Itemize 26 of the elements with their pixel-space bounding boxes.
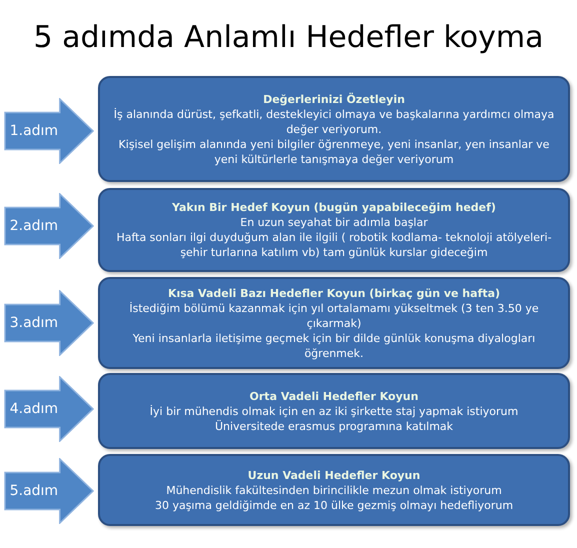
- step-text: İş alanında dürüst, şefkatli, destekleyici olmaya ve başkalarına yardımcı olmaya değer veriyorum.: [112, 106, 556, 136]
- step-box: [98, 76, 570, 182]
- step-heading: Uzun Vadeli Hedefler Koyun: [248, 468, 420, 482]
- step-label: 3.adım: [10, 316, 58, 330]
- step-text: Üniversitede erasmus programına katılmak: [214, 418, 454, 434]
- step-label: 5.adım: [10, 484, 58, 498]
- step-heading: Değerlerinizi Özetleyin: [263, 92, 405, 106]
- title: 5 adımda Anlamlı Hedefler koyma: [33, 19, 544, 57]
- step-text: Mühendislik fakültesinden birincilikle mezun olmak istiyorum: [166, 482, 502, 498]
- step-box: [98, 188, 570, 272]
- step-heading: Orta Vadeli Hedefler Koyun: [250, 388, 418, 404]
- step-box: [98, 277, 570, 369]
- step-box: [98, 373, 570, 449]
- step-text: İstediğim bölümü kazanmak için yıl ortalamamı yükseltmek (3 ten 3.50 ye çıkarmak): [128, 300, 540, 330]
- step-text: 30 yaşıma geldiğimde en az 10 ülke gezmiş olmayı hedefliyorum: [154, 498, 514, 512]
- step-text: Hafta sonları ilgi duyduğum alan ile ilgili ( robotik kodlama- teknoloji atölyeleri-şehir turlarına katılım vb) tam günlük kurslar gideceğim: [115, 230, 553, 260]
- step-text: Kişisel gelişim alanında yeni bilgiler öğrenmeye, yeni insanlar, yen insanlar ve yeni kültürlerle tanışmaya değer veriyorum: [118, 136, 550, 166]
- step-heading: Yakın Bir Hedef Koyun (bugün yapabileceğim hedef): [172, 200, 496, 215]
- step-heading: Kısa Vadeli Bazı Hedefler Koyun (birkaç gün ve hafta): [168, 286, 500, 300]
- step-text: En uzun seyahat bir adımla başlar: [240, 215, 428, 230]
- step-box: [98, 454, 570, 526]
- step-text: Yeni insanlarla iletişime geçmek için bir dilde günlük konuşma diyalogları öğrenmek.: [132, 330, 536, 360]
- step-label: 4.adım: [10, 402, 58, 416]
- step-label: 1.adım: [10, 124, 58, 138]
- step-label: 2.adım: [10, 218, 58, 233]
- step-text: İyi bir mühendis olmak için en az iki şirkette staj yapmak istiyorum: [150, 404, 518, 418]
